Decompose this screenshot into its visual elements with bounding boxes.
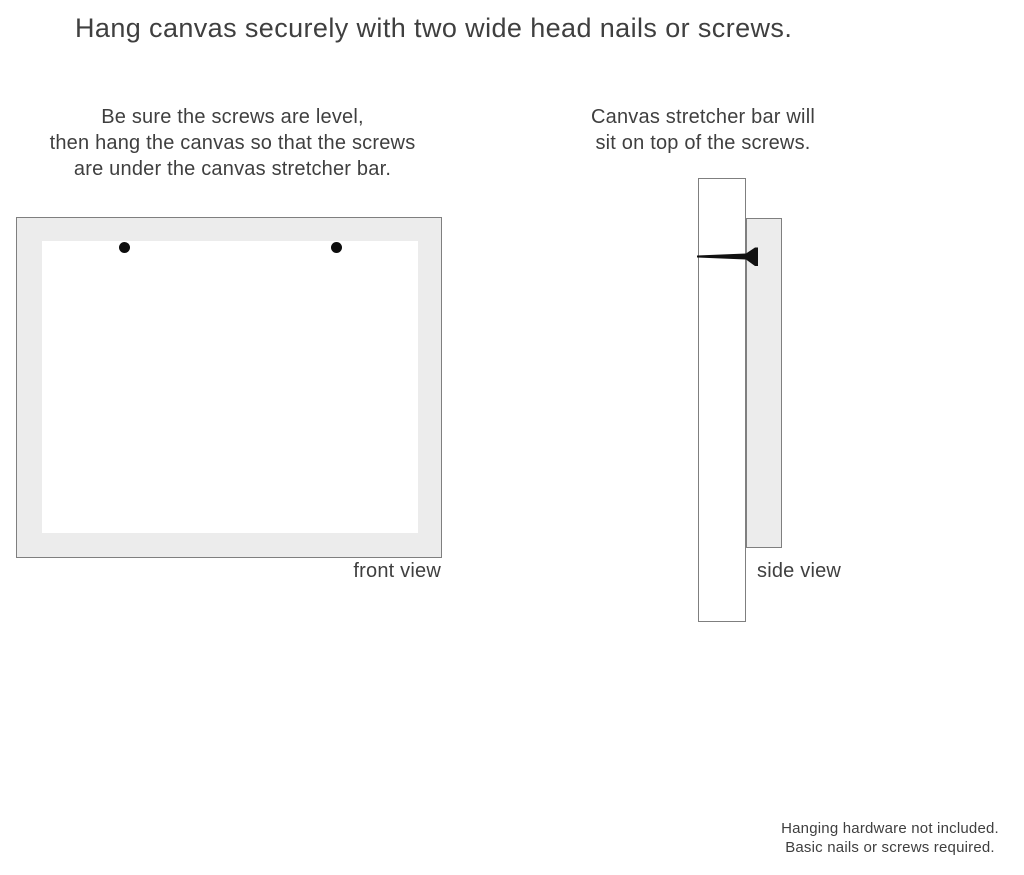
instruction-line: sit on top of the screws.	[595, 132, 811, 154]
side-view-instructions: Canvas stretcher bar will sit on top of …	[558, 104, 848, 156]
instruction-line: Canvas stretcher bar will	[591, 106, 815, 128]
canvas-face	[42, 241, 418, 533]
instruction-line: then hang the canvas so that the screws	[49, 132, 416, 154]
front-view-instructions: Be sure the screws are level, then hang …	[25, 104, 440, 182]
hardware-note: Hanging hardware not included. Basic nai…	[760, 819, 1020, 857]
canvas-edge-side	[746, 218, 782, 548]
screw-dot-right	[331, 242, 342, 253]
instruction-line: Be sure the screws are level,	[101, 106, 364, 128]
page-title: Hang canvas securely with two wide head …	[75, 13, 793, 43]
front-view-label: front view	[353, 560, 441, 582]
hardware-note-line: Basic nails or screws required.	[785, 839, 995, 856]
front-view-diagram	[16, 217, 442, 558]
instruction-line: are under the canvas stretcher bar.	[73, 158, 392, 180]
hardware-note-line: Hanging hardware not included.	[781, 820, 999, 837]
screw-dot-left	[119, 242, 130, 253]
stretcher-bar-side	[698, 178, 746, 622]
nail-icon	[690, 240, 765, 272]
side-view-label: side view	[757, 560, 842, 582]
